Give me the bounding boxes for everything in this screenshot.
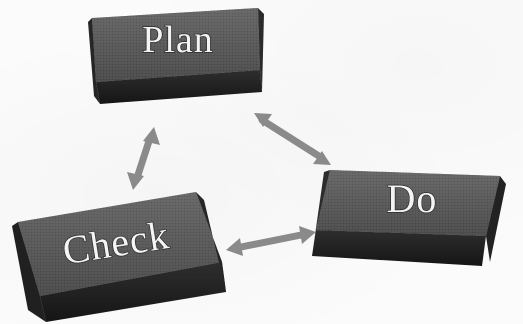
arrow-do-check [226, 226, 316, 256]
plan-label: Plan [142, 19, 214, 61]
do-label: Do [387, 176, 438, 221]
do-key: Do [312, 170, 506, 266]
check-key: Check [12, 192, 226, 322]
plan-key: Plan [88, 8, 264, 104]
arrow-check-plan [127, 127, 160, 190]
arrow-plan-do [254, 113, 331, 165]
